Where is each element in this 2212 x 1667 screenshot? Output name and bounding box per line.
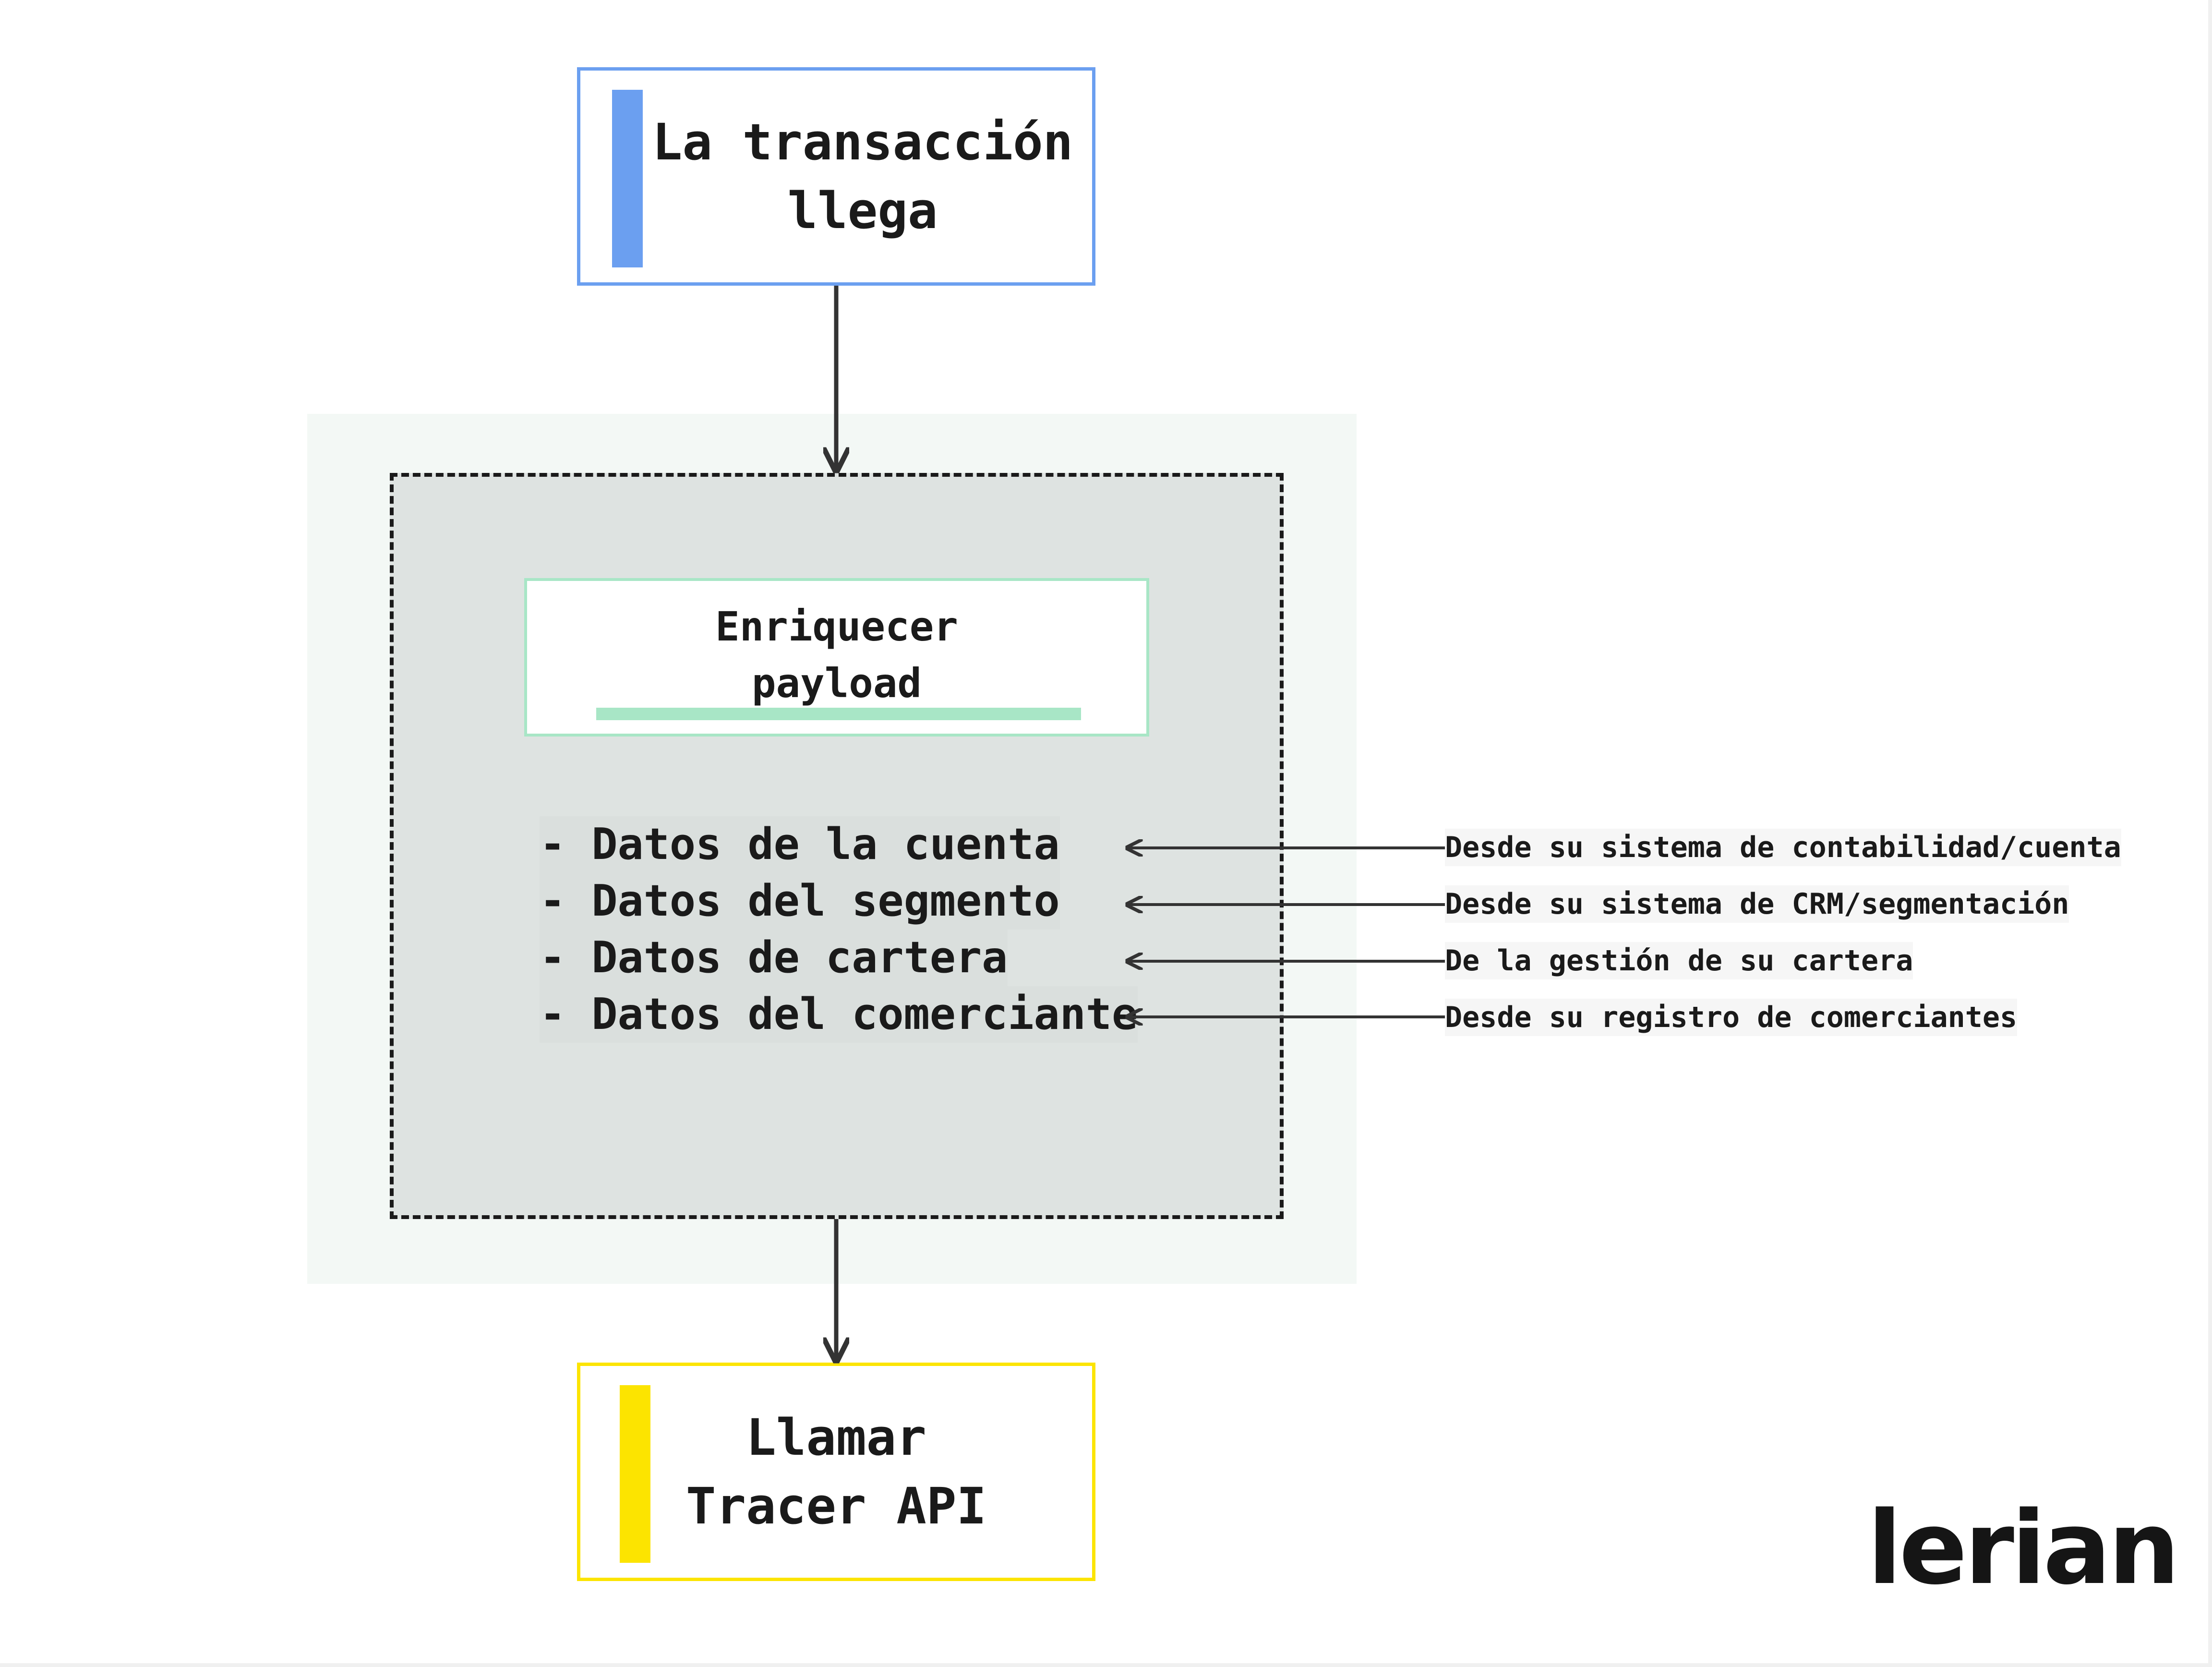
node-accent-bar: [620, 1385, 650, 1563]
source-label-merchant: Desde su registro de comerciantes: [1445, 999, 2018, 1036]
source-label-portfolio: De la gestión de su cartera: [1445, 942, 1913, 979]
data-item-merchant: - Datos del comerciante: [540, 986, 1138, 1043]
node-label: Enriquecer payload: [715, 603, 958, 707]
node-label: La transacción llega: [652, 112, 1073, 240]
source-label-account: Desde su sistema de contabilidad/cuenta: [1445, 829, 2121, 866]
node-enrich-payload: Enriquecer payload: [524, 578, 1149, 737]
node-label: Llamar Tracer API: [685, 1408, 987, 1535]
lerian-logo: lerian: [1867, 1489, 2180, 1607]
data-items-list: - Datos de la cuenta - Datos del segment…: [540, 816, 1138, 1043]
source-label-segment: Desde su sistema de CRM/segmentación: [1445, 885, 2069, 923]
data-item-portfolio: - Datos de cartera: [540, 930, 1008, 986]
node-transaction-arrives: La transacción llega: [577, 67, 1095, 286]
data-item-segment: - Datos del segmento: [540, 873, 1060, 930]
data-item-account: - Datos de la cuenta: [540, 816, 1060, 873]
node-accent-bar: [612, 90, 643, 267]
node-call-tracer-api: Llamar Tracer API: [577, 1363, 1095, 1581]
node-underline-bar: [596, 708, 1081, 720]
